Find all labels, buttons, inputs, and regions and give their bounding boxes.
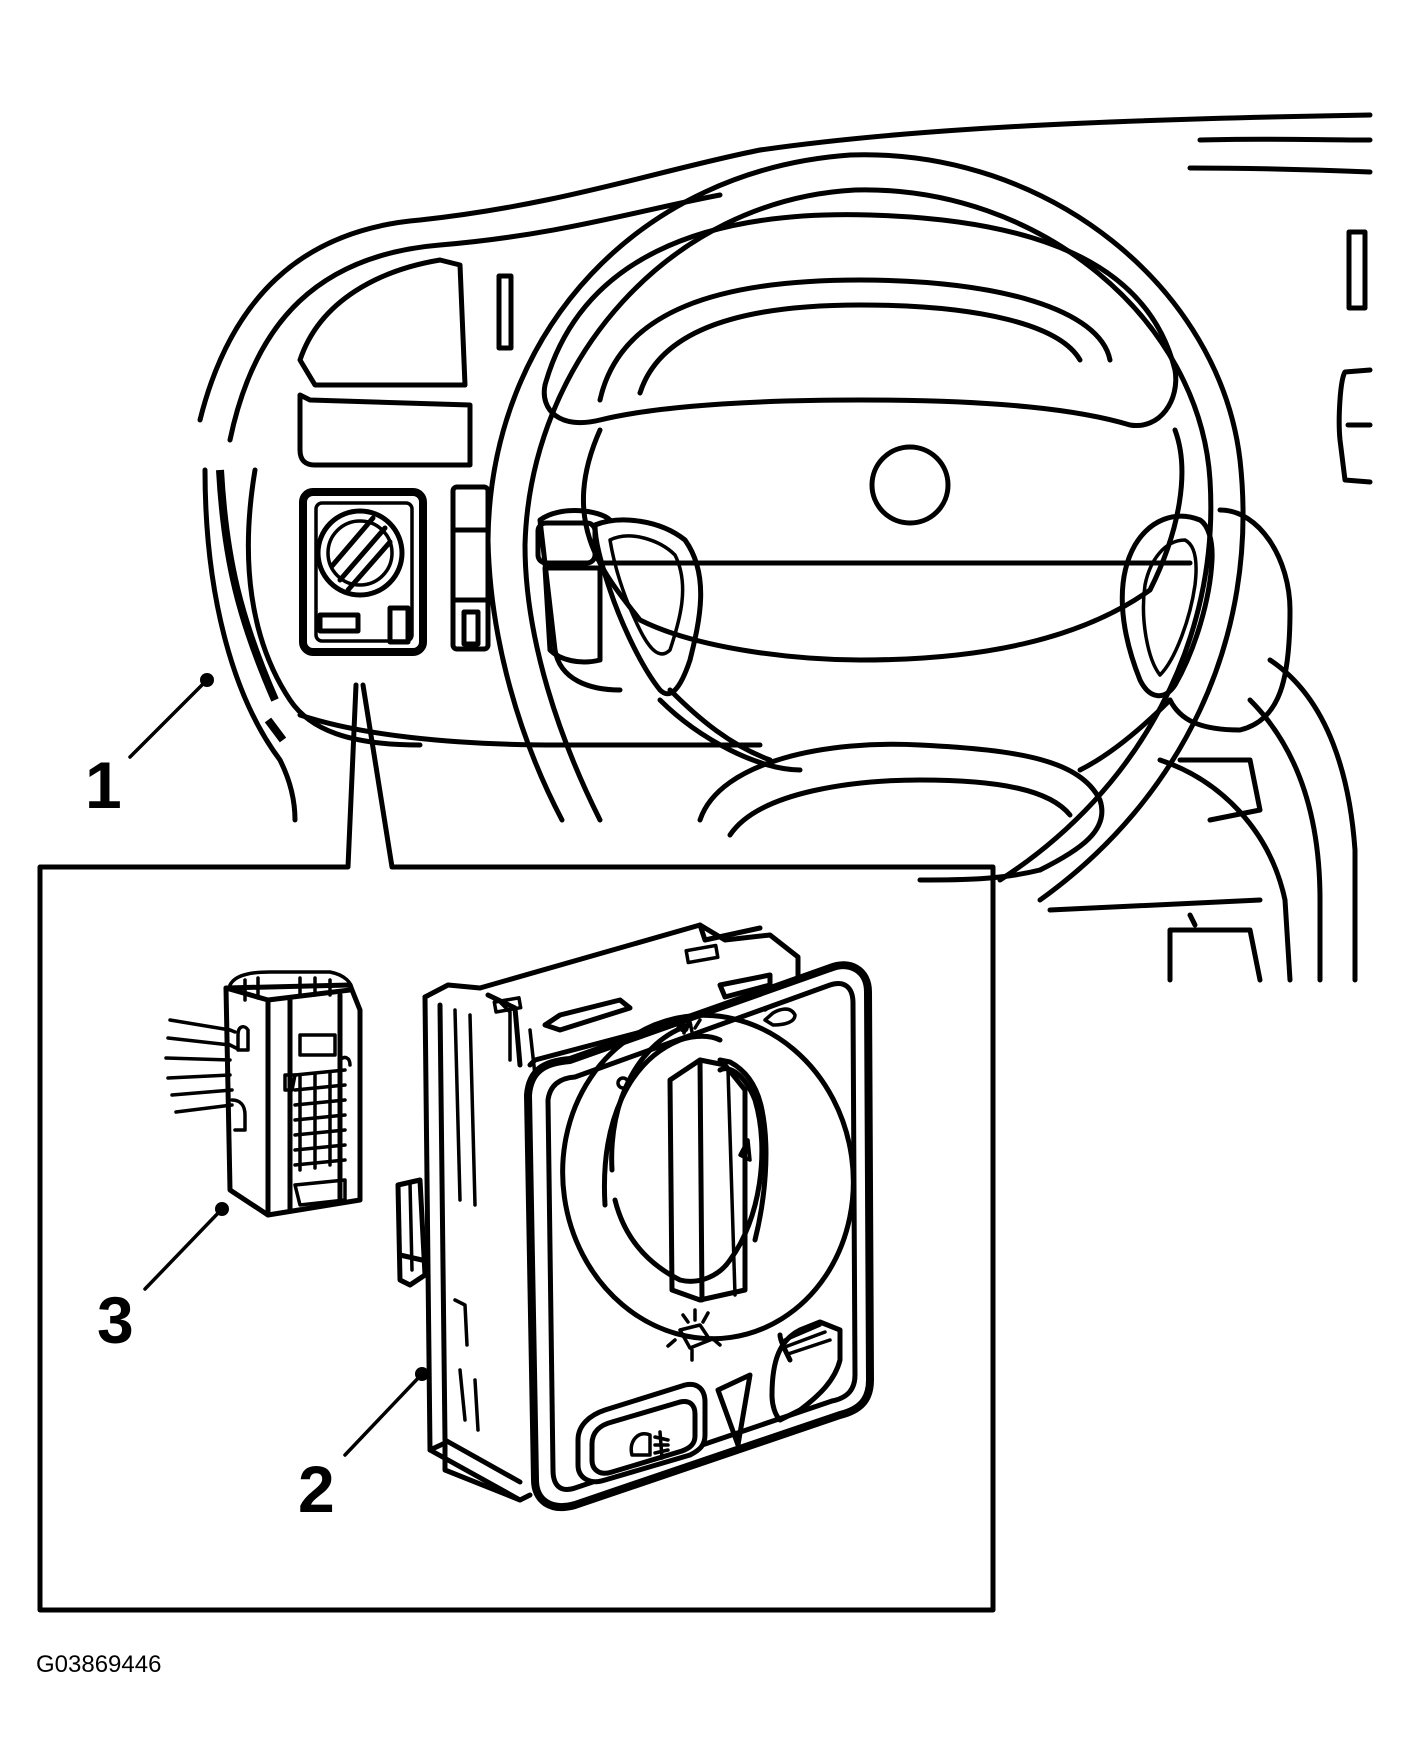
wiring-connector <box>164 970 363 1218</box>
callout-1-label: 1 <box>85 748 122 822</box>
callout-3-leader <box>143 1207 224 1291</box>
figure-id: G03869446 <box>36 1651 161 1678</box>
callout-2-leader <box>343 1372 424 1457</box>
callout-2-label: 2 <box>298 1452 335 1526</box>
light-switch-unit <box>395 922 874 1511</box>
callout-1: 1 <box>85 673 214 822</box>
callout-3: 3 <box>97 1202 229 1357</box>
callout-2: 2 <box>298 1367 429 1526</box>
dashboard-overview <box>197 112 1373 983</box>
callout-1-leader <box>128 678 209 759</box>
callout-3-label: 3 <box>97 1283 134 1357</box>
detail-inset <box>37 682 996 1613</box>
